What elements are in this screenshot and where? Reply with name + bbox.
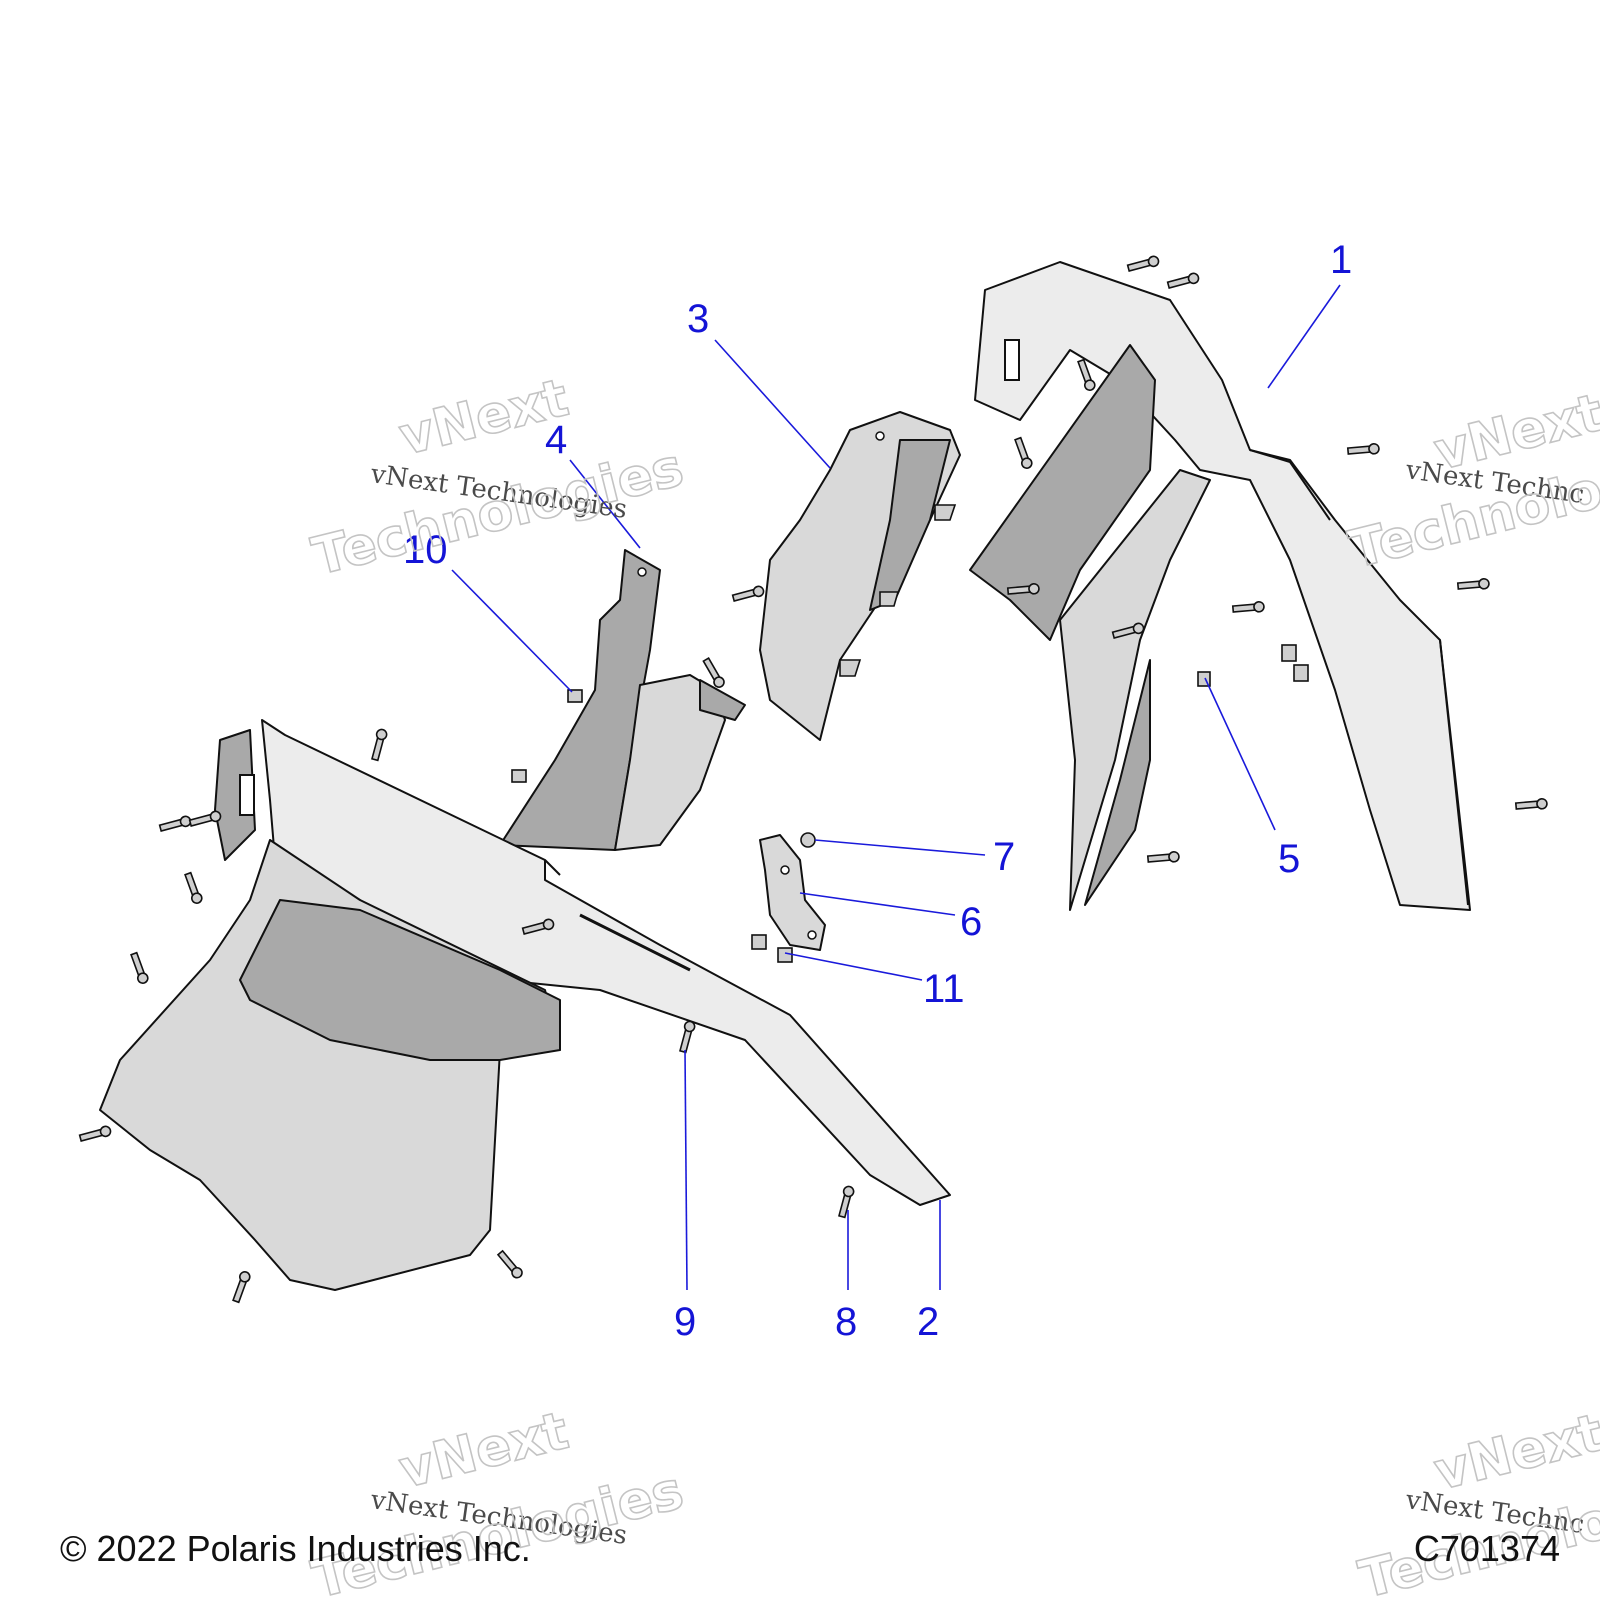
part-6-small-bracket [759, 834, 826, 951]
copyright-text: © 2022 Polaris Industries Inc. [60, 1528, 531, 1569]
leader-line-7 [814, 839, 986, 856]
clip-icon [839, 659, 862, 677]
callout-5: 5 [1278, 837, 1300, 881]
clip-icon [934, 504, 957, 521]
screw-icon [371, 728, 388, 762]
screw-icon [184, 871, 203, 904]
clip-icon [879, 591, 900, 607]
part-4-inner-panel [499, 549, 746, 851]
nut-icon [1197, 644, 1309, 687]
screw-icon [1014, 436, 1033, 469]
screw-icon [1146, 850, 1180, 863]
screw-icon [1111, 622, 1145, 639]
screw-icon [496, 1249, 523, 1279]
screw-icon [1514, 797, 1548, 810]
callouts: 1 2 3 4 5 6 7 8 9 10 11 [403, 238, 1352, 1344]
leader-line-9 [684, 1049, 688, 1291]
leader-line-5 [1204, 677, 1276, 831]
callout-7: 7 [993, 835, 1015, 879]
drawing-number: C701374 [1413, 1528, 1560, 1569]
screw-icon [1126, 255, 1160, 272]
screw-icon [731, 585, 765, 602]
leader-line-6 [799, 892, 956, 916]
watermark-word-vnext-bottom-edge: vNext [1429, 1403, 1600, 1503]
callout-8: 8 [835, 1300, 857, 1344]
leader-line-4 [569, 459, 641, 549]
screw-icon [78, 1125, 112, 1142]
leader-line-10 [451, 569, 573, 693]
screw-icon [1456, 577, 1490, 590]
leader-line-1 [1267, 284, 1341, 389]
part-1-right-fender [969, 261, 1471, 911]
callout-4: 4 [545, 418, 567, 462]
callout-1: 1 [1330, 238, 1352, 282]
leader-lines [451, 284, 1341, 1291]
callout-9: 9 [674, 1300, 696, 1344]
screw-icon [838, 1185, 855, 1219]
clip-nut-icon [511, 689, 583, 783]
callout-6: 6 [960, 900, 982, 944]
leader-line-11 [784, 952, 923, 981]
rivet-icon [800, 832, 816, 848]
callout-3: 3 [687, 297, 709, 341]
fender-slot [239, 774, 255, 816]
fender-slot [1004, 339, 1020, 381]
screw-icon [521, 918, 555, 935]
screw-icon [702, 657, 725, 688]
screw-icon [1166, 272, 1200, 289]
screw-icon [188, 810, 222, 827]
screw-icon [1077, 358, 1096, 391]
screw-icon [158, 815, 192, 832]
leader-line-3 [714, 339, 831, 469]
callout-10: 10 [403, 528, 448, 572]
screw-icon [130, 951, 149, 984]
screw-icon [1346, 442, 1380, 455]
screw-icon [232, 1271, 251, 1304]
part-3-bracket-panel [759, 411, 961, 741]
watermark-word-vnext-bottom: vNext [394, 1401, 575, 1501]
screw-icon [1006, 582, 1040, 595]
fasteners [78, 255, 1548, 1304]
screw-icon [1231, 600, 1265, 613]
part-2-left-fender [99, 719, 951, 1291]
callout-11: 11 [923, 967, 965, 1011]
callout-2: 2 [917, 1300, 939, 1344]
screw-icon [679, 1020, 696, 1054]
